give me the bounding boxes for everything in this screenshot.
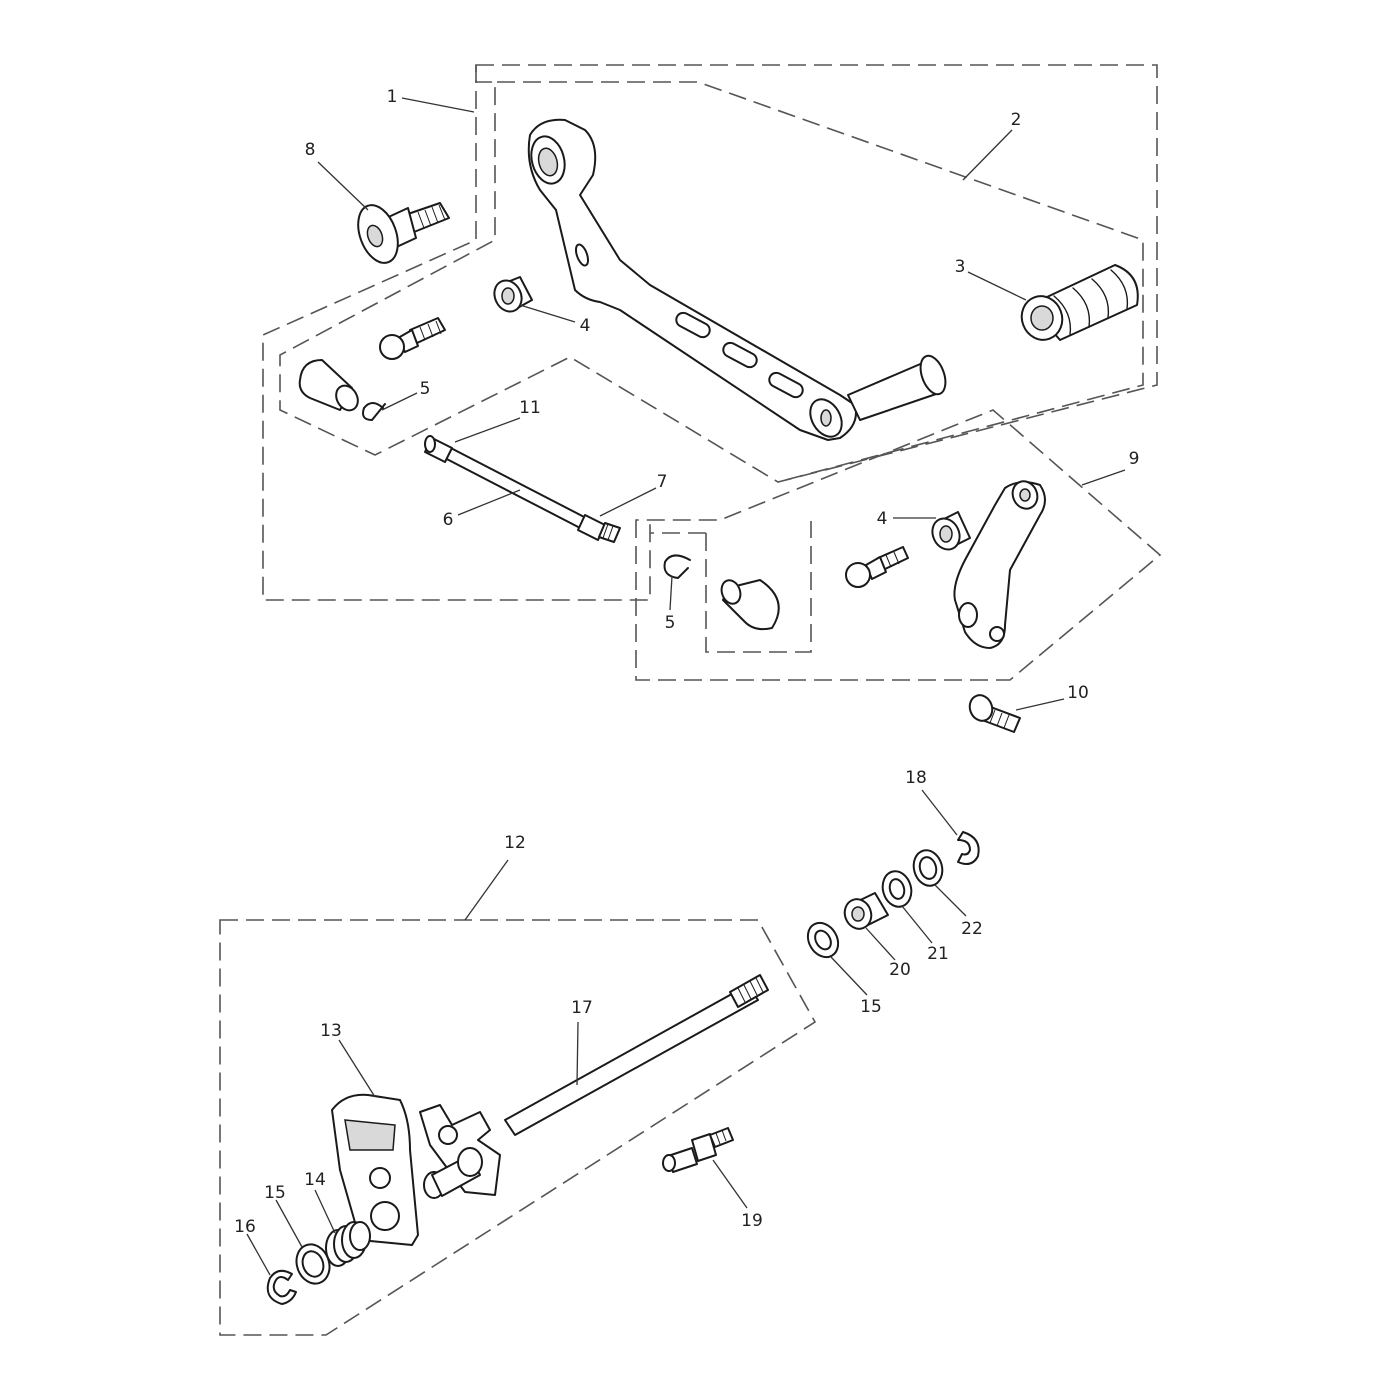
group-1-boundary [279, 64, 1158, 483]
callout-15-left: 15 [264, 1183, 286, 1203]
spring-clip-top [362, 402, 386, 422]
ball-joint-stud-top [379, 317, 446, 360]
arm-bolt-part [968, 694, 1021, 733]
callout-5-mid: 5 [665, 613, 676, 633]
callout-21: 21 [927, 944, 949, 964]
bush-part-top [493, 276, 533, 313]
linkage-rod-part [424, 435, 621, 543]
callout-12: 12 [504, 833, 526, 853]
selector-shaft-part [504, 974, 769, 1136]
group-12-boundary [219, 919, 817, 1336]
callout-3: 3 [955, 257, 966, 277]
selector-plate-part [331, 1093, 501, 1246]
callout-17: 17 [571, 998, 593, 1018]
callout-labels: 1 2 3 4 5 6 7 8 9 10 11 4 5 12 13 14 15 … [234, 87, 1139, 1237]
callout-14: 14 [304, 1170, 326, 1190]
ball-socket-top [298, 359, 359, 412]
callout-19: 19 [741, 1211, 763, 1231]
callout-9: 9 [1129, 449, 1140, 469]
ball-socket-mid [720, 579, 780, 631]
callout-1: 1 [387, 87, 398, 107]
callout-4-top: 4 [580, 316, 591, 336]
washer-part-21 [881, 870, 913, 908]
sleeve-part-20 [843, 892, 889, 930]
washer-part-15-right [806, 921, 840, 959]
pivot-bolt-part [357, 202, 450, 264]
callout-13: 13 [320, 1021, 342, 1041]
callout-10: 10 [1067, 683, 1089, 703]
callout-18: 18 [905, 768, 927, 788]
circlip-part-18 [957, 831, 980, 865]
group-9-boundary [635, 409, 1162, 681]
return-spring-part [325, 1221, 371, 1267]
callout-11: 11 [519, 398, 541, 418]
spring-clip-mid [663, 554, 691, 580]
bush-part-mid [931, 511, 971, 551]
callout-20: 20 [889, 960, 911, 980]
gear-pedal-lever-part [527, 118, 947, 441]
callout-4-mid: 4 [877, 509, 888, 529]
ball-joint-stud-mid [845, 546, 909, 588]
callout-22: 22 [961, 919, 983, 939]
washer-part-15-left [295, 1243, 331, 1285]
group-1-outer-boundary [262, 65, 651, 601]
washer-part-22 [912, 849, 944, 887]
callout-15-right: 15 [860, 997, 882, 1017]
gear-change-arm-part [953, 480, 1046, 649]
callout-2: 2 [1011, 110, 1022, 130]
circlip-part-16 [266, 1269, 297, 1305]
callout-8: 8 [305, 140, 316, 160]
callout-6: 6 [443, 510, 454, 530]
footpeg-rubber-part [1020, 264, 1139, 341]
group-boundaries [219, 64, 1162, 1336]
callout-16: 16 [234, 1217, 256, 1237]
stopper-stud-part [662, 1127, 734, 1173]
group-9-inner-boundary [650, 521, 812, 653]
leader-lines [246, 97, 1126, 1276]
callout-7: 7 [657, 472, 668, 492]
group-2-boundary [497, 81, 1144, 483]
callout-5-top: 5 [420, 379, 431, 399]
